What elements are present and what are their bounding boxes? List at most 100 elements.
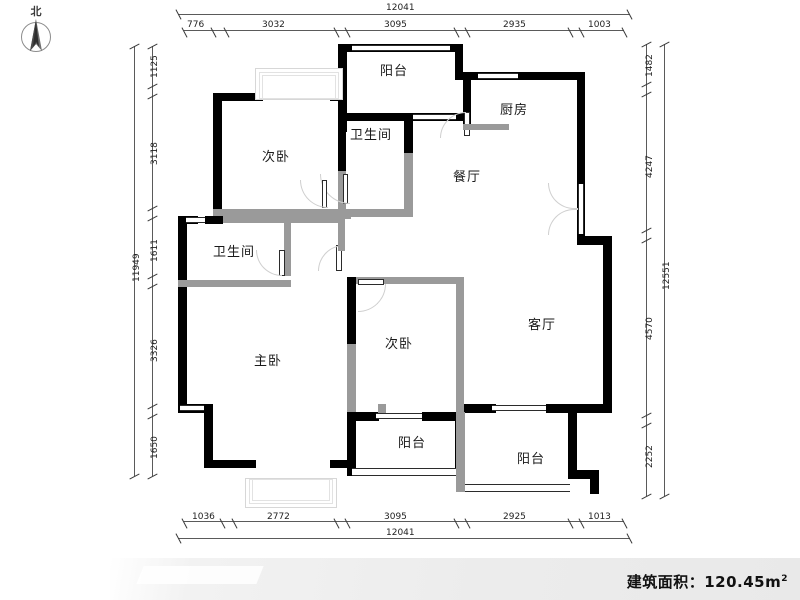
window — [478, 73, 518, 79]
wall-exterior — [205, 216, 223, 224]
wall-interior — [213, 209, 343, 217]
dim-tick — [567, 27, 574, 38]
dim-line-top-seg — [184, 30, 624, 31]
wall-interior — [338, 217, 345, 251]
building-area-unit: m — [765, 573, 782, 591]
wall-interior — [463, 124, 509, 130]
compass-needle-icon — [30, 19, 42, 51]
dim-left-seg-1: 3118 — [150, 142, 160, 165]
wall-interior — [378, 404, 386, 413]
door-swing-arc — [548, 183, 578, 209]
wall-exterior — [577, 236, 612, 245]
dim-right-seg-3: 2252 — [645, 445, 655, 468]
dim-tick — [231, 518, 238, 529]
dim-line-left-seg — [152, 46, 153, 476]
wall-exterior — [455, 44, 463, 80]
wall-exterior — [422, 412, 464, 421]
building-area-value: 120.45 — [704, 573, 766, 591]
french-door — [578, 184, 584, 234]
dim-tick — [621, 27, 628, 38]
wall-exterior — [213, 93, 222, 217]
dim-tick — [578, 518, 585, 529]
wall-exterior — [347, 412, 356, 476]
dim-top-seg-1: 3032 — [262, 20, 285, 30]
wall-exterior — [338, 113, 404, 121]
window — [352, 45, 450, 51]
wall-exterior — [330, 460, 348, 468]
window — [492, 405, 548, 411]
wall-interior — [347, 344, 356, 412]
wall-interior — [223, 216, 343, 223]
dim-right-seg-1: 4247 — [645, 155, 655, 178]
window — [404, 114, 456, 120]
dim-tick — [333, 518, 340, 529]
room-label-balcony-south: 阳台 — [517, 452, 546, 467]
dim-tick — [464, 518, 471, 529]
dim-bottom-total: 12041 — [386, 528, 415, 538]
dim-left-seg-4: 1650 — [150, 436, 160, 459]
dim-line-bottom-total — [178, 538, 630, 539]
bay-window — [245, 478, 337, 508]
window — [352, 468, 458, 476]
footer-band — [110, 558, 800, 600]
dim-bottom-seg-2: 3095 — [384, 512, 407, 522]
dim-top-seg-4: 1003 — [588, 20, 611, 30]
dim-top-total: 12041 — [386, 3, 415, 13]
dim-tick — [621, 518, 628, 529]
wall-exterior — [577, 72, 585, 182]
window — [464, 484, 570, 492]
wall-exterior — [213, 93, 263, 101]
wall-exterior — [590, 470, 599, 494]
wall-interior — [284, 216, 291, 276]
dim-tick — [181, 518, 188, 529]
room-label-bathroom-west: 卫生间 — [213, 245, 256, 260]
door-swing-arc — [548, 209, 578, 235]
room-label-bedroom-master: 主卧 — [254, 354, 283, 369]
room-label-balcony-mid: 阳台 — [398, 436, 427, 451]
dim-right-seg-2: 4570 — [645, 317, 655, 340]
dim-tick — [567, 518, 574, 529]
building-area-label: 建筑面积： — [626, 573, 705, 591]
building-area-unit-exponent: 2 — [781, 574, 788, 584]
room-label-balcony-north: 阳台 — [380, 64, 409, 79]
north-label: 北 — [30, 5, 42, 18]
door-swing-arc — [256, 250, 282, 276]
dim-tick — [344, 518, 351, 529]
window — [186, 217, 208, 223]
room-label-living: 客厅 — [528, 318, 557, 333]
north-compass: 北 — [8, 6, 64, 66]
room-label-bedroom-2-mid: 次卧 — [385, 337, 414, 352]
dim-left-total: 11949 — [132, 253, 142, 282]
dim-top-seg-2: 3095 — [384, 20, 407, 30]
dim-tick — [219, 518, 226, 529]
building-area: 建筑面积：120.45m2 — [627, 571, 788, 592]
wall-exterior — [546, 404, 612, 413]
dim-left-seg-0: 1125 — [150, 55, 160, 78]
dim-tick — [333, 27, 340, 38]
wall-interior — [404, 153, 413, 213]
wall-exterior — [204, 460, 256, 468]
dim-right-total: 12551 — [662, 261, 672, 290]
door-swing-arc — [358, 284, 386, 312]
dim-tick — [210, 27, 217, 38]
room-label-kitchen: 厨房 — [500, 103, 529, 118]
dim-line-left-total — [134, 46, 135, 476]
dim-top-seg-0: 776 — [187, 20, 205, 30]
dim-bottom-seg-1: 2772 — [267, 512, 290, 522]
dim-right-seg-0: 1482 — [645, 54, 655, 77]
dim-bottom-seg-0: 1036 — [192, 512, 215, 522]
dim-line-right-total — [664, 44, 665, 496]
wall-exterior — [338, 113, 346, 171]
wall-exterior — [568, 470, 598, 479]
wall-interior — [343, 209, 351, 219]
wall-interior — [456, 412, 465, 492]
dim-bottom-seg-3: 2925 — [503, 512, 526, 522]
wall-exterior — [464, 404, 496, 413]
wall-exterior — [178, 216, 187, 412]
dim-left-seg-3: 3326 — [150, 339, 160, 362]
dim-tick — [453, 518, 460, 529]
room-label-bathroom-north: 卫生间 — [350, 128, 393, 143]
wall-exterior — [568, 404, 577, 478]
dim-line-bottom-seg — [184, 521, 624, 522]
room-label-bedroom-2-north: 次卧 — [262, 150, 291, 165]
